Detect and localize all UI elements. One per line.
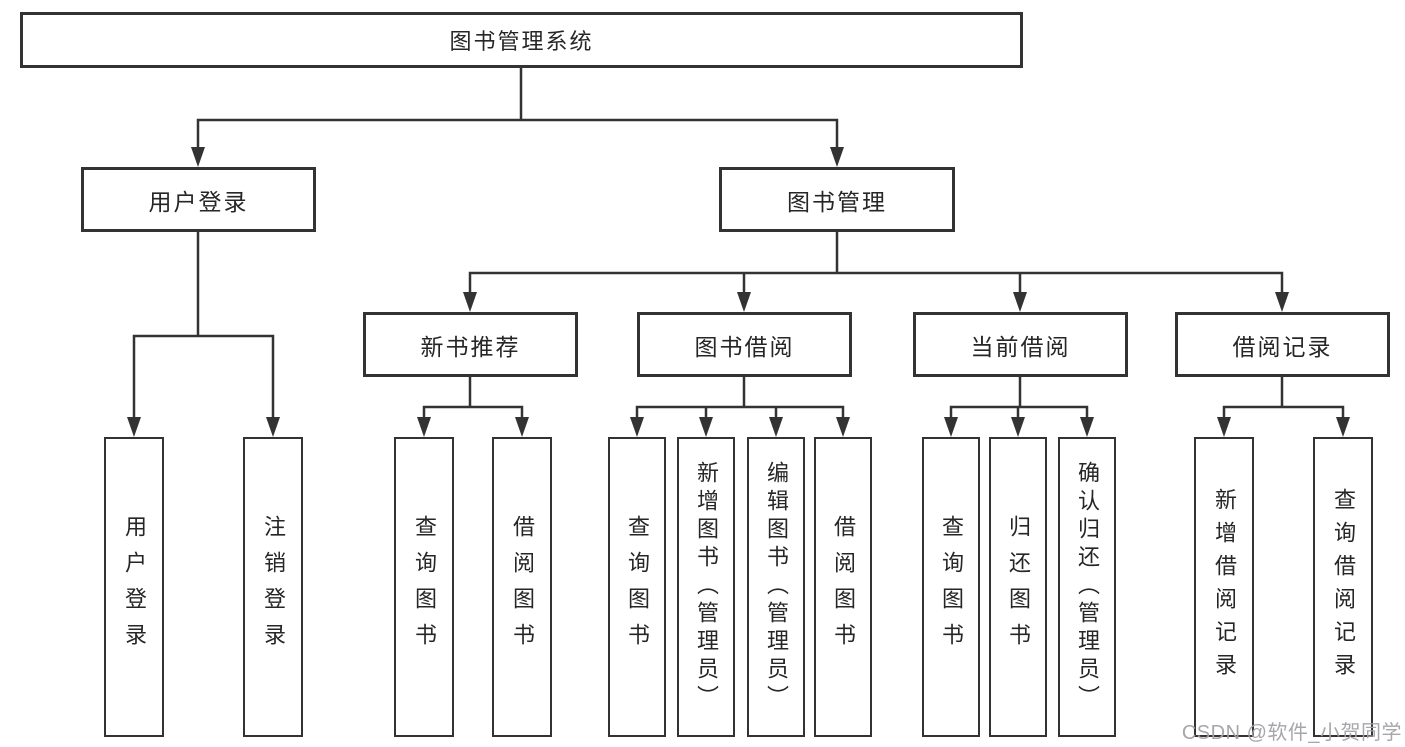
node-book-management: 图书管理 <box>719 167 955 232</box>
node-book-management-label: 图书管理 <box>787 188 887 215</box>
tree-edges <box>132 66 1345 422</box>
leaf-records-add-record-label: 新增借阅记录 <box>1212 488 1237 686</box>
watermark: CSDN @软件_小贺同学 <box>1181 722 1402 744</box>
node-new-book-recommend: 新书推荐 <box>363 312 578 377</box>
leaf-borrowing-edit-books-admin-label: 编辑图书（管理员） <box>764 461 789 713</box>
node-user-login: 用户登录 <box>81 167 316 232</box>
leaf-current-confirm-return-admin: 确认归还（管理员） <box>1058 437 1116 737</box>
leaf-current-query-books-label: 查询图书 <box>939 515 964 659</box>
leaf-current-return-books: 归还图书 <box>989 437 1047 737</box>
leaf-user-login-label: 用户登录 <box>122 515 147 659</box>
leaf-borrowing-borrow-books: 借阅图书 <box>814 437 872 737</box>
leaf-user-login: 用户登录 <box>104 437 164 737</box>
node-new-book-recommend-label: 新书推荐 <box>420 333 521 360</box>
node-user-login-label: 用户登录 <box>148 188 249 215</box>
leaf-borrowing-add-books-admin-label: 新增图书（管理员） <box>694 461 719 713</box>
leaf-borrowing-edit-books-admin: 编辑图书（管理员） <box>747 437 805 737</box>
leaf-records-add-record: 新增借阅记录 <box>1194 437 1254 737</box>
arrowheads <box>127 147 1350 437</box>
leaf-borrowing-borrow-books-label: 借阅图书 <box>831 515 856 659</box>
leaf-borrowing-add-books-admin: 新增图书（管理员） <box>677 437 735 737</box>
node-borrow-records: 借阅记录 <box>1175 312 1390 377</box>
node-root: 图书管理系统 <box>20 12 1023 68</box>
leaf-borrowing-query-books: 查询图书 <box>608 437 666 737</box>
leaf-records-query-record: 查询借阅记录 <box>1313 437 1373 737</box>
node-root-label: 图书管理系统 <box>449 29 594 54</box>
node-current-borrowing-label: 当前借阅 <box>970 333 1071 360</box>
node-current-borrowing: 当前借阅 <box>913 312 1128 377</box>
leaf-current-confirm-return-admin-label: 确认归还（管理员） <box>1075 461 1100 713</box>
leaf-newbooks-query-books-label: 查询图书 <box>412 515 437 659</box>
leaf-logout: 注销登录 <box>243 437 303 737</box>
leaf-newbooks-query-books: 查询图书 <box>394 437 454 737</box>
node-borrow-records-label: 借阅记录 <box>1232 333 1333 360</box>
node-book-borrowing-label: 图书借阅 <box>694 333 795 360</box>
leaf-records-query-record-label: 查询借阅记录 <box>1331 488 1356 686</box>
leaf-current-query-books: 查询图书 <box>922 437 980 737</box>
leaf-current-return-books-label: 归还图书 <box>1006 515 1031 659</box>
leaf-logout-label: 注销登录 <box>261 515 286 659</box>
leaf-newbooks-borrow-books-label: 借阅图书 <box>510 515 535 659</box>
node-book-borrowing: 图书借阅 <box>637 312 852 377</box>
leaf-borrowing-query-books-label: 查询图书 <box>625 515 650 659</box>
leaf-newbooks-borrow-books: 借阅图书 <box>492 437 552 737</box>
